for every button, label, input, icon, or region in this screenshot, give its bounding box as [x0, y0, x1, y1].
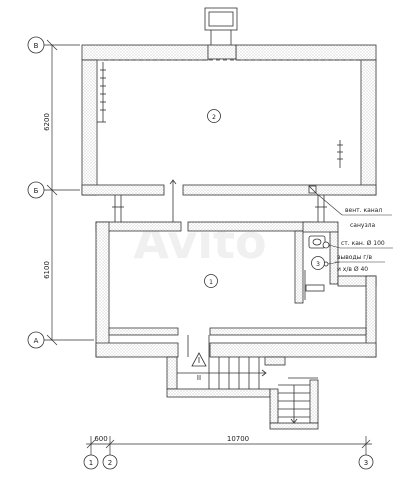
outlets-label-line1: выводы г/в: [337, 254, 372, 261]
vertical-dimension: [44, 39, 94, 346]
outlets-label-line2: и х/в Ø 40: [337, 266, 368, 273]
axis-col-2: 2: [108, 459, 112, 467]
room-3-label: 3: [311, 256, 325, 270]
riser-label: ст. кан. Ø 100: [341, 240, 385, 247]
dimension-6100: 6100: [43, 261, 51, 279]
opening-arrow: [169, 179, 177, 200]
stairs: [166, 335, 319, 430]
lower-room-walls: [95, 221, 377, 358]
left-radiator: [97, 62, 106, 123]
axis-col-3: 3: [364, 459, 368, 467]
svg-text:3: 3: [316, 261, 320, 268]
room-2-label: 2: [207, 109, 221, 123]
room-1-label: 1: [204, 274, 218, 288]
upper-room-walls: [81, 44, 377, 196]
stair-marker-label: II: [197, 374, 201, 382]
axis-row-markers: В Б А: [27, 36, 45, 349]
axis-row-b: Б: [34, 187, 39, 195]
right-radiator: [337, 140, 343, 168]
roof-shaft: [204, 7, 238, 60]
horizontal-dimension: [86, 436, 372, 455]
axis-col-1: 1: [89, 459, 93, 467]
bathroom-fixtures: [304, 235, 326, 300]
svg-text:2: 2: [212, 114, 216, 121]
vent-label-line1: вент. канал: [345, 207, 382, 214]
dimension-6200: 6200: [43, 113, 51, 131]
axis-col-markers: 1 2 3: [83, 454, 374, 470]
axis-row-a: А: [34, 337, 39, 345]
dimension-10700: 10700: [227, 435, 249, 443]
svg-text:1: 1: [209, 279, 213, 286]
riser-annotation: ст. кан. Ø 100: [328, 240, 393, 249]
dimension-600: 600: [94, 435, 107, 443]
axis-row-v: В: [34, 42, 39, 50]
vent-annotation: вент. канал санузла: [315, 192, 392, 229]
vent-channel-symbol: [308, 185, 317, 194]
stair-marker: [191, 352, 207, 367]
vent-label-line2: санузла: [350, 222, 375, 229]
outlets-annotation: выводы г/в и х/в Ø 40: [327, 254, 385, 273]
